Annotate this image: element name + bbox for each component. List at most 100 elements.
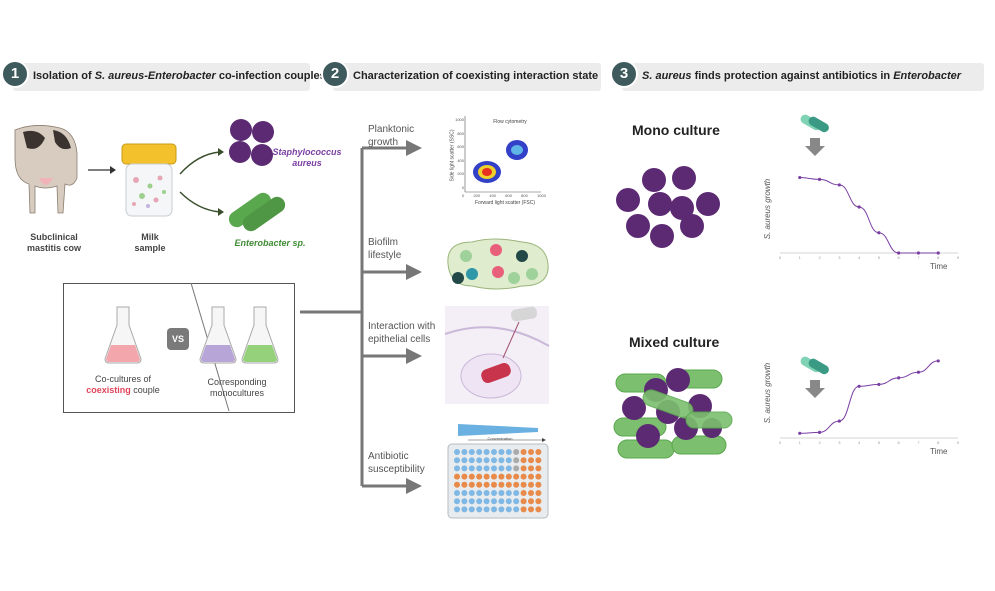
well [498, 465, 505, 472]
flow-ytick: 800 [457, 130, 464, 136]
well-plate-icon [447, 443, 549, 519]
flow-title: Flow cytometry [493, 119, 527, 125]
data-point [817, 430, 822, 434]
well [505, 490, 512, 496]
x-tick-label: 9 [957, 255, 960, 260]
x-tick-label: 2 [818, 255, 821, 260]
well [461, 490, 468, 496]
monocultures-label: Corresponding monocultures [207, 377, 267, 398]
mixed-culture-title: Mixed culture [629, 334, 720, 350]
well [535, 506, 542, 513]
step-antibiotic: Antibiotic susceptibility [368, 451, 425, 475]
step-epithelial: Interaction with epithelial cells [368, 321, 436, 345]
well [476, 498, 483, 505]
well [505, 481, 512, 488]
panel3-title: S. aureus finds protection against antib… [642, 70, 962, 82]
panel1-title: Isolation of S. aureus-Enterobacter co-i… [33, 70, 326, 82]
mono-flask-purple-icon [199, 306, 237, 364]
well [513, 481, 520, 488]
vs-badge: VS [167, 328, 189, 350]
well [520, 506, 527, 513]
well [476, 465, 483, 472]
arrow-milk-to-staph [179, 148, 224, 175]
well [513, 490, 520, 496]
well [491, 498, 497, 505]
flow-xticks: 0 200 400 600 800 1000 [462, 193, 546, 198]
well [454, 481, 460, 488]
well [498, 449, 505, 455]
data-point [877, 382, 881, 387]
data-point [837, 419, 841, 423]
well [461, 506, 468, 513]
well [476, 457, 483, 464]
well [520, 473, 527, 480]
well [513, 473, 520, 480]
flow-ytick: 0 [461, 184, 464, 190]
data-point [897, 376, 901, 380]
well [535, 481, 542, 488]
step-badge-2: 2 [321, 60, 349, 88]
flow-xtick: 600 [505, 193, 512, 198]
well [491, 481, 497, 488]
well [468, 498, 475, 505]
well [461, 473, 468, 480]
panel3-header: 3 S. aureus finds protection against ant… [610, 60, 984, 91]
flow-ytick: 1000 [455, 117, 464, 122]
well [454, 498, 460, 505]
staphylococcus-icon [229, 119, 274, 166]
biofilm-icon [447, 238, 549, 290]
flow-xtick: 200 [473, 193, 481, 198]
well [528, 473, 534, 480]
well [520, 498, 527, 505]
series-line [799, 360, 939, 434]
y-axis-label: S. aureus growth [763, 178, 772, 239]
well [535, 457, 542, 464]
x-tick-label: 9 [957, 440, 960, 445]
x-axis-label: Time [930, 447, 948, 456]
step-planktonic: Planktonic growth [368, 124, 415, 148]
well [505, 449, 512, 455]
data-point [936, 359, 940, 363]
well [513, 498, 520, 505]
well [520, 449, 527, 455]
flow-yticks: 1000 800 600 400 200 0 [452, 113, 464, 194]
milk-sample-jar-icon [121, 143, 177, 217]
cow-label: Subclinical mastitis cow [26, 232, 82, 253]
mixed-culture-cluster [613, 368, 733, 459]
well [468, 490, 475, 496]
data-point [817, 177, 822, 181]
x-axis-label: Time [930, 262, 948, 271]
antibiotic-capsule-icon-1 [800, 114, 829, 156]
well [528, 449, 534, 455]
well [454, 490, 460, 496]
data-point [857, 205, 861, 209]
step-badge-1: 1 [1, 60, 29, 88]
antibiotic-capsule-icon-2 [800, 356, 829, 398]
x-tick-label: 3 [838, 255, 841, 260]
data-point [897, 251, 901, 255]
well [454, 506, 460, 513]
epithelial-cell-icon [444, 306, 550, 404]
mono-culture-staph-cluster [616, 166, 720, 248]
data-point [877, 231, 881, 235]
well [528, 490, 534, 496]
data-point [798, 431, 802, 435]
well [454, 473, 460, 480]
flow-xtick: 0 [462, 193, 465, 198]
well [454, 465, 460, 472]
staph-label: Staphylococcus aureus [272, 147, 342, 168]
x-tick-label: 6 [898, 255, 901, 260]
x-tick-label: 7 [917, 255, 920, 260]
well [528, 498, 534, 505]
coculture-flask-icon [104, 306, 142, 364]
well [498, 473, 505, 480]
well [513, 465, 520, 472]
well [498, 457, 505, 464]
data-point [857, 384, 861, 388]
well [483, 481, 490, 488]
flow-ytick: 400 [457, 157, 464, 163]
panel1-header: 1 Isolation of S. aureus-Enterobacter co… [1, 60, 326, 91]
well [520, 457, 527, 464]
x-tick-label: 5 [878, 255, 881, 260]
